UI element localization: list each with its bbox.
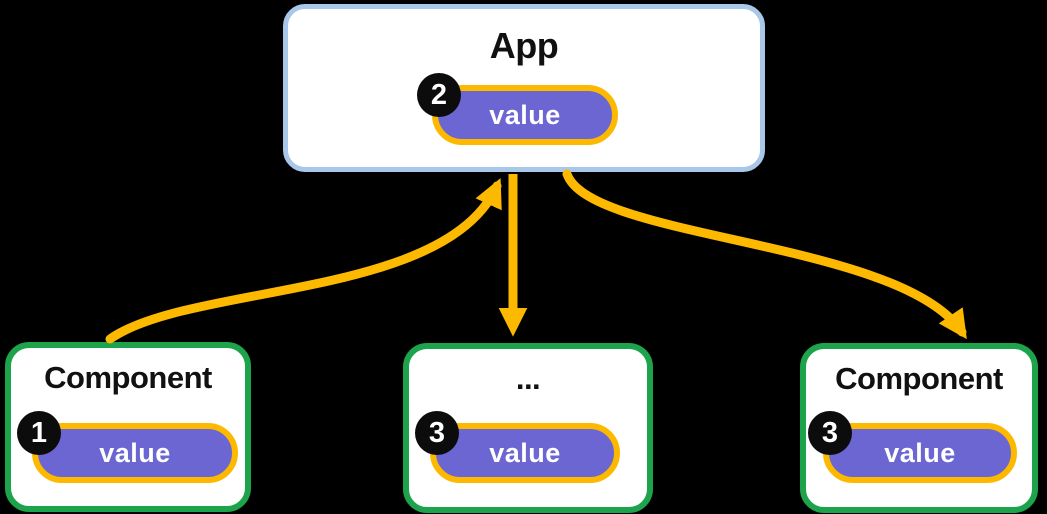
component-middle-title: ...	[515, 361, 541, 396]
component-left-value-label: value	[99, 437, 171, 468]
component-right-value-pill: 3 value	[808, 411, 1017, 483]
component-node-right: Component 3 value	[800, 343, 1038, 513]
component-middle-value-label: value	[489, 437, 561, 468]
arrow-left-component-to-app	[105, 178, 502, 344]
app-node: App 2 value	[283, 4, 765, 172]
component-node-left: Component 1 value	[5, 342, 251, 512]
component-middle-step-badge: 3	[415, 411, 459, 455]
component-left-value-pill: 1 value	[17, 411, 238, 483]
component-right-value-label: value	[884, 437, 956, 468]
arrow-app-to-right-component	[562, 169, 967, 340]
app-step-badge: 2	[417, 73, 461, 117]
component-middle-value-pill: 3 value	[415, 411, 620, 483]
component-left-step-badge: 1	[17, 411, 61, 455]
app-value-label: value	[489, 99, 561, 130]
component-left-title: Component	[44, 360, 212, 395]
component-right-step-badge: 3	[808, 411, 852, 455]
component-right-title: Component	[835, 361, 1003, 396]
app-node-title: App	[489, 25, 559, 66]
app-value-pill: 2 value	[417, 73, 618, 145]
component-node-middle: ... 3 value	[403, 343, 653, 513]
